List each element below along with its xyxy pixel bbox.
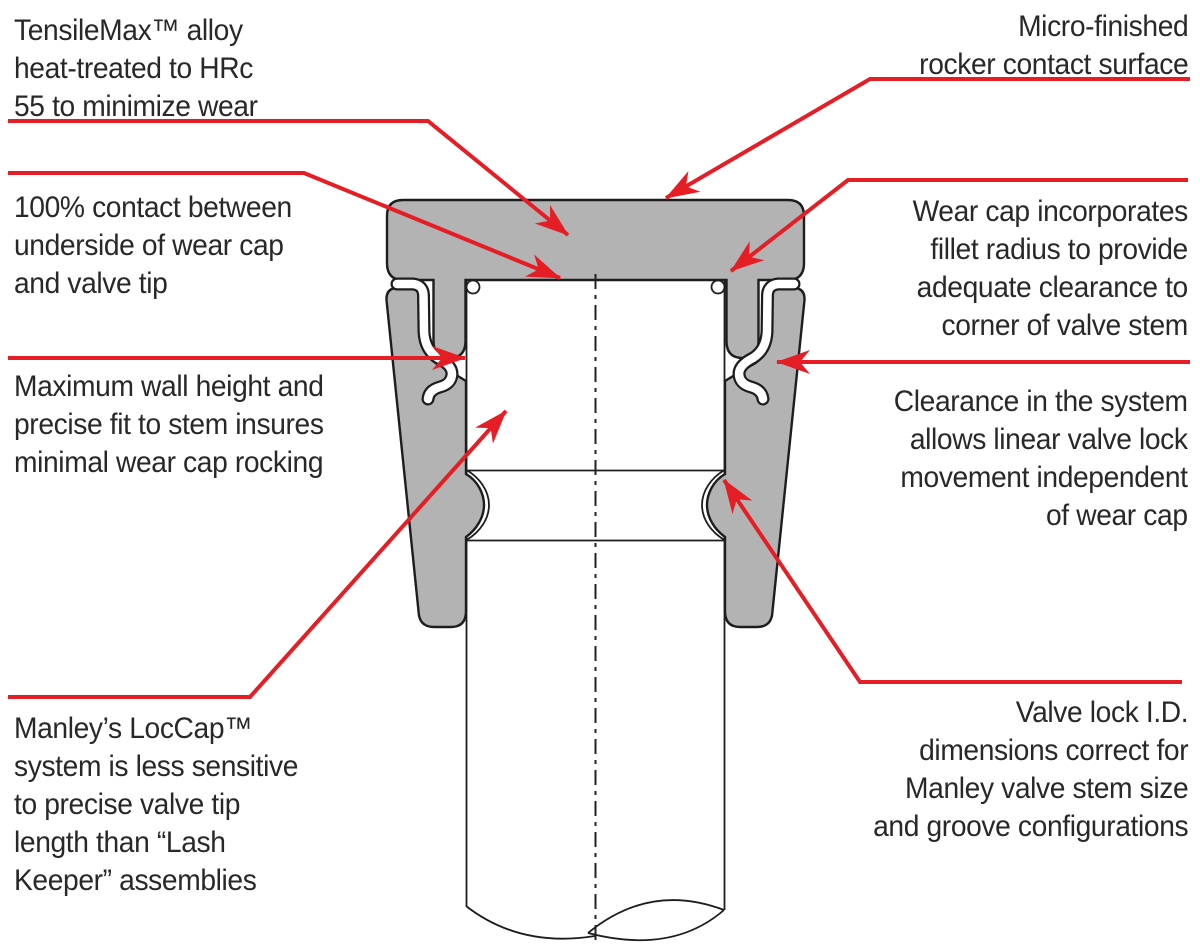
callout-loccap: Manley’s LocCap™ system is less sensitiv… (14, 710, 298, 900)
callout-line: minimal wear cap rocking (14, 446, 324, 479)
callout-line: underside of wear cap (14, 229, 284, 262)
callout-line: Wear cap incorporates (912, 195, 1189, 228)
callout-line: dimensions correct for (918, 734, 1189, 767)
leader-lines (8, 77, 1190, 699)
callout-line: heat-treated to HRc (14, 52, 253, 85)
leader-micro-finished (664, 77, 1190, 200)
callout-tensilemax: TensileMax™ alloy heat-treated to HRc 55… (14, 12, 258, 126)
callout-line: allows linear valve lock (910, 423, 1188, 456)
leader-loccap (8, 409, 508, 699)
callout-micro-finished: Micro-finished rocker contact surface (918, 8, 1189, 84)
callout-line: of wear cap (1046, 499, 1188, 532)
callout-line: to precise valve tip (14, 788, 241, 821)
callout-line: system is less sensitive (14, 750, 299, 783)
callout-valve-lock-id: Valve lock I.D. dimensions correct for M… (872, 694, 1189, 846)
leader-fillet-radius (729, 178, 1188, 273)
fillet-relief-left (465, 279, 481, 295)
callout-fillet-radius: Wear cap incorporates fillet radius to p… (912, 193, 1189, 345)
callout-line: movement independent (900, 461, 1189, 494)
callout-line: Clearance in the system (894, 385, 1188, 418)
callout-line: fillet radius to provide (930, 233, 1189, 266)
callout-wall-height: Maximum wall height and precise fit to s… (14, 368, 324, 482)
leader-full-contact (8, 171, 561, 280)
callout-line: Keeper” assemblies (14, 864, 257, 897)
callout-line: adequate clearance to (916, 271, 1189, 304)
callout-line: and valve tip (14, 267, 168, 300)
callout-line: 55 to minimize wear (14, 90, 258, 123)
leader-tensilemax (8, 119, 570, 237)
callout-line: 100% contact between (14, 191, 292, 224)
callout-clearance: Clearance in the system allows linear va… (894, 383, 1188, 535)
callout-line: Valve lock I.D. (1015, 696, 1188, 729)
callout-line: length than “Lash (14, 826, 226, 859)
callout-line: corner of valve stem (941, 309, 1189, 342)
callout-line: Manley’s LocCap™ (14, 712, 252, 745)
callout-line: rocker contact surface (918, 48, 1189, 81)
callout-line: Manley valve stem size (904, 772, 1189, 805)
callout-line: and groove configurations (872, 810, 1189, 843)
leader-valve-lock-id (722, 478, 1182, 684)
callout-line: TensileMax™ alloy (14, 14, 243, 47)
fillet-relief-right (710, 279, 726, 295)
callout-line: precise fit to stem insures (14, 408, 324, 441)
callout-full-contact: 100% contact between underside of wear c… (14, 189, 292, 303)
callout-line: Micro-finished (1017, 10, 1189, 43)
callout-line: Maximum wall height and (14, 370, 324, 403)
